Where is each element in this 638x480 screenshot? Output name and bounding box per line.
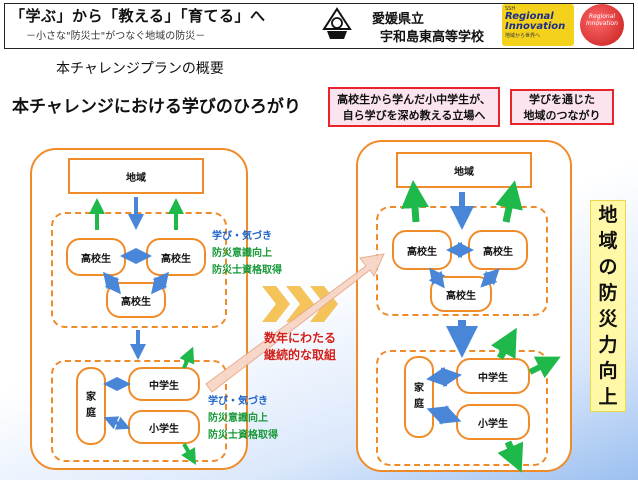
left-green-out-arrow-1 [179,346,195,369]
circle-line2: Innovation [586,20,618,27]
long-diagonal-arrow [205,253,385,393]
tag-box-learners-teach: 高校生から学んだ小中学生が、 自ら学びを深め教える立場へ [328,87,500,127]
side-char-8: 上 [598,386,618,408]
tag-left-line1: 高校生から学んだ小中学生が、 [337,93,491,106]
left-hs-mutual-arrow-2 [103,271,121,295]
side-char-1: 地 [598,204,618,226]
left-family-box: 家 庭 [76,367,106,445]
prefecture-label: 愛媛県立 [372,12,425,27]
caption-line1: 数年にわたる [263,331,336,345]
note-bottom-awareness: 防災意識向上 [208,413,268,424]
main-title: 本チャレンジにおける学びのひろがり [12,97,301,117]
plan-title: 本チャレンジプランの概要 [56,61,224,77]
tag-right-line1: 学びを通じた [529,93,595,106]
right-highschool-2: 高校生 [468,230,528,270]
right-family-char1: 家 [414,383,424,394]
left-family-es-arrow [103,416,131,430]
badge-line2: Innovation [505,21,566,32]
right-hs-mutual-arrow-2 [428,267,446,289]
tag-box-community: 学びを通じた 地域のつながり [510,89,614,125]
right-green-out-arrow-2 [497,440,524,473]
right-green-up-arrow-1 [401,180,429,223]
right-hs-mutual-arrow-3 [480,268,500,288]
side-char-3: の [598,256,618,278]
tag-right-line2: 地域のつながり [523,109,601,122]
side-char-5: 災 [598,308,618,330]
header-subtitle: －小さな"防災士"がつなぐ地域の防災－ [26,31,206,42]
right-green-out-arrow-3 [528,356,561,379]
side-label-disaster-resilience: 地 域 の 防 災 力 向 上 [590,200,626,412]
right-family-char2: 庭 [414,399,424,410]
left-hs-mutual-arrow-3 [151,271,169,295]
caption-line2: 継続的な取組 [263,348,336,362]
badge-top-text: SSH [505,6,516,12]
left-green-out-arrow-2 [181,443,196,465]
circle-line1: Regional [588,13,616,20]
right-family-jhs-arrow [426,366,462,388]
left-notes-bottom: 学び・気づき 防災意識向上 防災士資格取得 [208,393,278,444]
left-notes-top: 学び・気づき 防災意識向上 防災士資格取得 [212,228,282,279]
left-region-box: 地域 [68,158,204,194]
right-elementary: 小学生 [456,404,530,440]
header-title: 「学ぶ」から「教える」「育てる」へ [10,7,266,25]
note-top-qualification: 防災士資格取得 [212,265,282,276]
school-emblem-icon [322,7,352,39]
right-green-up-arrow-2 [495,180,523,223]
side-char-2: 域 [598,230,618,252]
note-top-awareness: 防災意識向上 [212,248,272,259]
badge-line1: Regional [505,11,554,22]
right-green-out-arrow-1 [490,327,517,360]
right-highschool-1: 高校生 [392,230,452,270]
side-char-4: 防 [598,282,618,304]
regional-innovation-logo: SSH Regional Innovation 地域から世界へ [502,4,574,46]
side-char-6: 力 [598,334,618,356]
badge-bottom-text: 地域から世界へ [505,33,541,39]
tag-left-line2: 自ら学びを深め教える立場へ [342,109,486,122]
note-bottom-learning: 学び・気づき [208,396,268,407]
left-family-char2: 庭 [86,408,96,419]
note-top-learning: 学び・気づき [212,231,272,242]
right-family-es-arrow [426,405,462,425]
side-char-7: 向 [598,360,618,382]
chevron-arrows-icon [262,286,338,322]
continuous-effort-caption: 数年にわたる 継続的な取組 [254,330,346,364]
school-name: 宇和島東高等学校 [380,30,485,45]
note-bottom-qualification: 防災士資格取得 [208,430,278,441]
regional-innovation-circle-logo: Regional Innovation [580,4,624,46]
left-family-char1: 家 [86,392,96,403]
